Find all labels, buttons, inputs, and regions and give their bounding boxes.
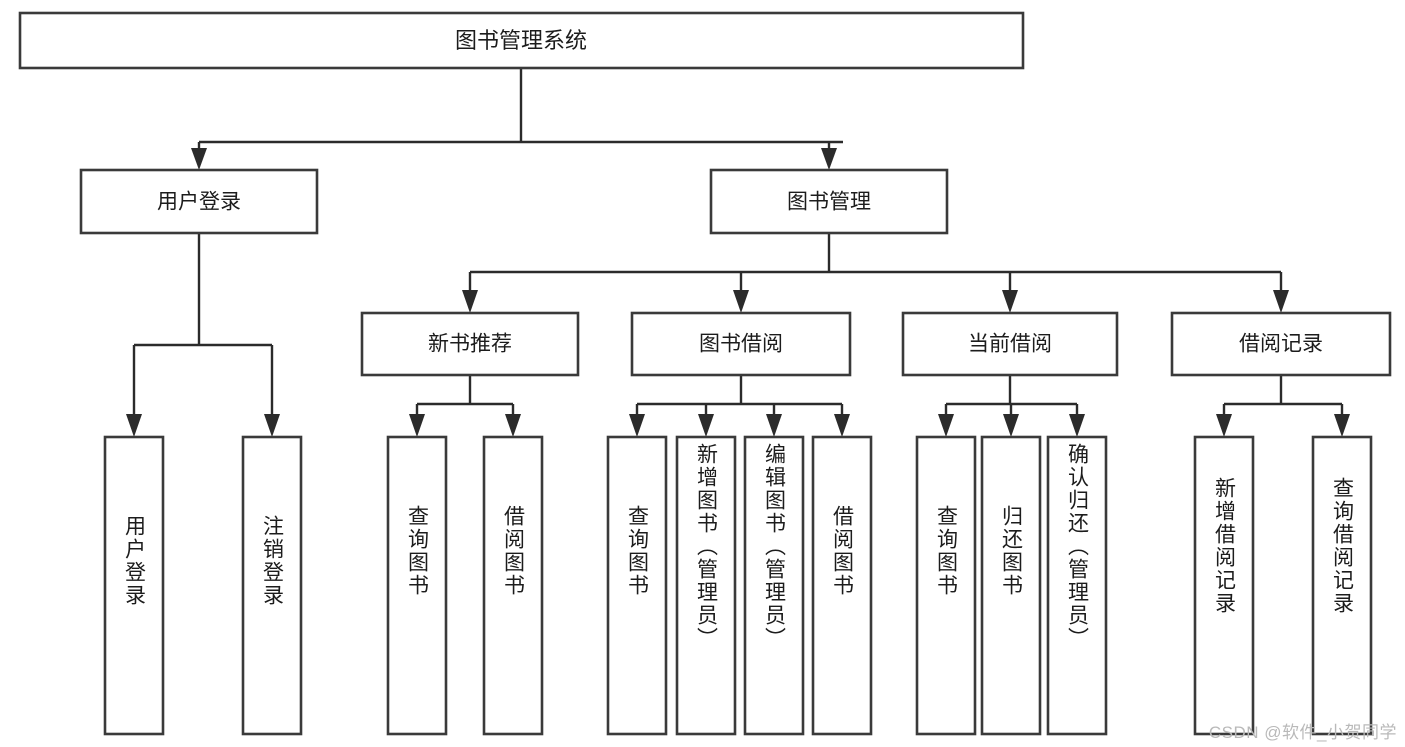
arrowhead-leaf-logout xyxy=(264,414,280,437)
node-new-book-rec-box[interactable] xyxy=(360,311,580,377)
node-book-borrow-box[interactable] xyxy=(630,311,852,377)
arrowhead-user-login xyxy=(191,148,207,170)
leaf-box-add-book-admin[interactable] xyxy=(675,435,737,736)
node-current-borrow[interactable]: 当前借阅 xyxy=(901,311,1119,377)
arrowhead-book-manage xyxy=(821,148,837,170)
connector-group-book-manage-to-level3 xyxy=(462,233,1289,313)
node-book-manage-box[interactable] xyxy=(709,168,949,235)
arrowhead-leaf-query-book-2 xyxy=(629,414,645,437)
node-book-borrow[interactable]: 图书借阅 xyxy=(630,311,852,377)
arrowhead-leaf-query-record xyxy=(1334,414,1350,437)
arrowhead-leaf-return-book xyxy=(1003,414,1019,437)
arrowhead-book-borrow xyxy=(733,290,749,313)
leaf-box-confirm-return-admin[interactable] xyxy=(1046,435,1108,736)
node-borrow-record-box[interactable] xyxy=(1170,311,1392,377)
leaf-box-return-book[interactable] xyxy=(980,435,1042,736)
connector-group-book-borrow-to-leaves xyxy=(629,375,850,437)
node-current-borrow-label: 当前借阅 xyxy=(968,333,1052,356)
node-root[interactable]: 图书管理系统 xyxy=(18,11,1025,70)
arrowhead-leaf-edit-book-admin xyxy=(766,414,782,437)
leaf-box-edit-book-admin[interactable] xyxy=(743,435,805,736)
node-user-login-box[interactable] xyxy=(79,168,319,235)
leaf-box-query-record[interactable] xyxy=(1311,435,1373,736)
node-current-borrow-box[interactable] xyxy=(901,311,1119,377)
leaf-box-query-book-1[interactable] xyxy=(386,435,448,736)
arrowhead-current-borrow xyxy=(1002,290,1018,313)
node-root-box[interactable] xyxy=(18,11,1025,70)
node-new-book-rec[interactable]: 新书推荐 xyxy=(360,311,580,377)
node-borrow-record[interactable]: 借阅记录 xyxy=(1170,311,1392,377)
arrowhead-leaf-add-book-admin xyxy=(698,414,714,437)
arrowhead-leaf-query-book-1 xyxy=(409,414,425,437)
leaf-box-borrow-book-1[interactable] xyxy=(482,435,544,736)
arrowhead-new-book-rec xyxy=(462,290,478,313)
node-book-manage-label: 图书管理 xyxy=(787,191,871,214)
node-book-borrow-label: 图书借阅 xyxy=(699,333,783,356)
connector-group-current-borrow-to-leaves xyxy=(938,375,1085,437)
watermark-text: CSDN @软件_小贺同学 xyxy=(1208,723,1397,742)
node-user-login-label: 用户登录 xyxy=(157,191,241,214)
connector-group-user-login-to-leaves xyxy=(126,233,280,437)
leaf-box-add-record[interactable] xyxy=(1193,435,1255,736)
connector-group-root-to-level2 xyxy=(191,68,843,170)
node-root-label: 图书管理系统 xyxy=(455,28,587,53)
arrowhead-leaf-confirm-return-admin xyxy=(1069,414,1085,437)
leaf-box-query-book-3[interactable] xyxy=(915,435,977,736)
arrowhead-leaf-user-login xyxy=(126,414,142,437)
leaf-box-user-login[interactable] xyxy=(103,435,165,736)
arrowhead-leaf-add-record xyxy=(1216,414,1232,437)
arrowhead-borrow-record xyxy=(1273,290,1289,313)
node-book-manage[interactable]: 图书管理 xyxy=(709,168,949,235)
arrowhead-leaf-query-book-3 xyxy=(938,414,954,437)
node-user-login[interactable]: 用户登录 xyxy=(79,168,319,235)
leaf-box-logout[interactable] xyxy=(241,435,303,736)
arrowhead-leaf-borrow-book-1 xyxy=(505,414,521,437)
node-new-book-rec-label: 新书推荐 xyxy=(428,333,512,356)
connector-group-borrow-record-to-leaves xyxy=(1216,375,1350,437)
leaf-box-borrow-book-2[interactable] xyxy=(811,435,873,736)
leaf-box-query-book-2[interactable] xyxy=(606,435,668,736)
connector-group-new-book-rec-to-leaves xyxy=(409,375,521,437)
arrowhead-leaf-borrow-book-2 xyxy=(834,414,850,437)
node-borrow-record-label: 借阅记录 xyxy=(1239,333,1323,356)
